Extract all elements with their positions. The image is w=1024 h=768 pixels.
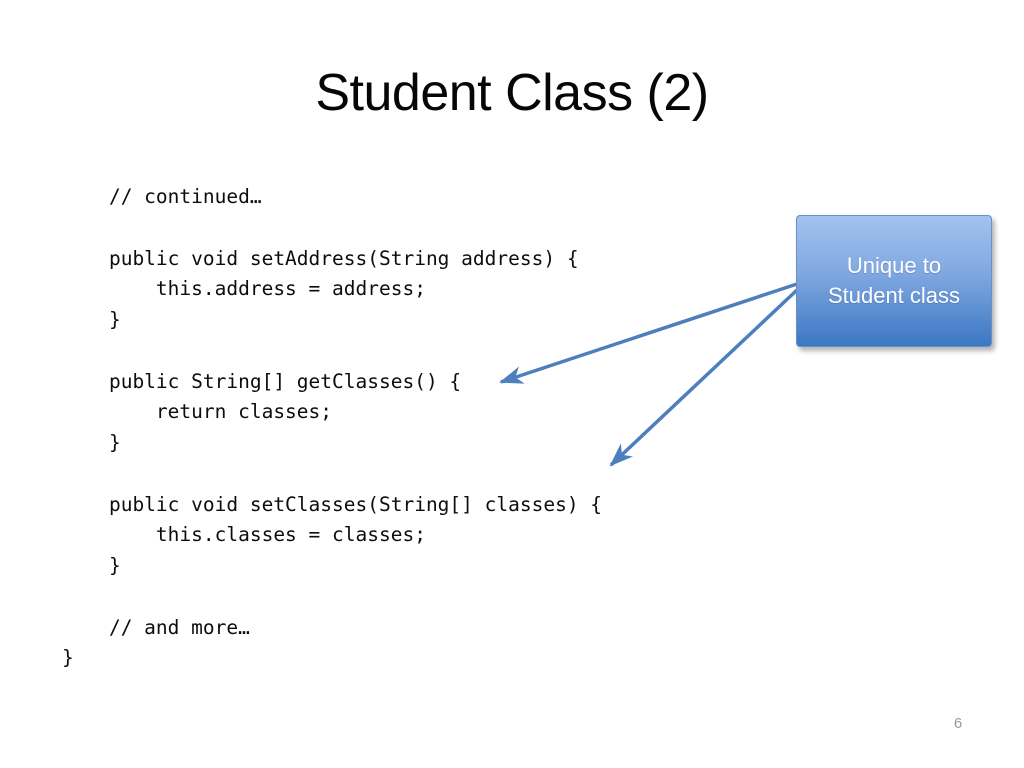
arrow-to-setclasses bbox=[609, 288, 799, 467]
callout-box: Unique to Student class bbox=[796, 215, 992, 347]
page-number: 6 bbox=[953, 715, 963, 732]
callout-text: Unique to Student class bbox=[827, 253, 961, 308]
slide-title: Student Class (2) bbox=[315, 64, 709, 122]
code-block: // continued… public void setAddress(Str… bbox=[62, 185, 603, 670]
